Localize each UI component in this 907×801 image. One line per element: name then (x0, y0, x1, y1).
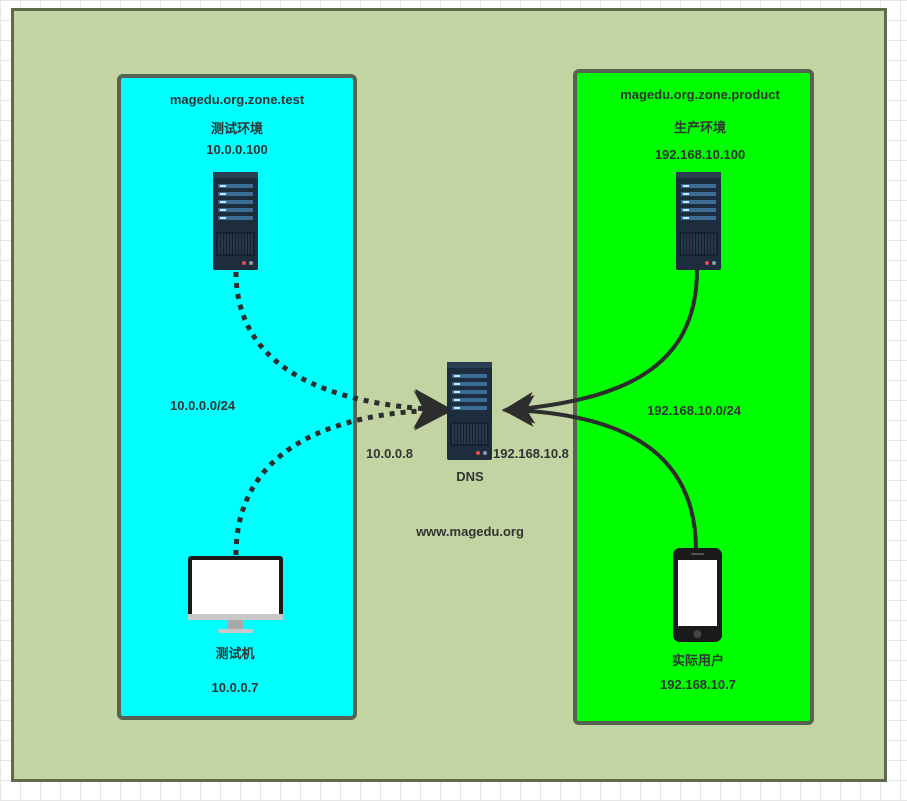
link-product-server-to-dns (502, 269, 699, 424)
product-client-smartphone-icon (673, 548, 722, 642)
test-client-monitor-icon (188, 556, 283, 633)
product-client-ip: 192.168.10.7 (660, 677, 736, 692)
test-client-name: 测试机 (215, 646, 255, 661)
dns-ip-product: 192.168.10.8 (493, 446, 569, 461)
test-network: 10.0.0.0/24 (170, 398, 236, 413)
test-server-ip: 10.0.0.100 (206, 142, 268, 157)
test-client-ip: 10.0.0.7 (211, 680, 259, 695)
product-server-icon (676, 172, 721, 270)
link-test-client-to-dns (233, 390, 454, 556)
test-zone-domain: magedu.org.zone.test (169, 92, 305, 107)
dns-name: DNS (456, 469, 484, 484)
product-zone-domain: magedu.org.zone.product (620, 87, 780, 102)
link-test-server-to-dns (233, 271, 454, 429)
product-env-name: 生产环境 (673, 120, 726, 135)
test-env-name: 测试环境 (210, 121, 263, 136)
dns-ip-test: 10.0.0.8 (366, 446, 413, 461)
link-product-client-to-dns (502, 394, 698, 551)
product-network: 192.168.10.0/24 (647, 403, 741, 418)
product-server-ip: 192.168.10.100 (654, 147, 746, 162)
product-client-name: 实际用户 (671, 653, 724, 668)
dns-server-icon (447, 362, 492, 460)
query-domain: www.magedu.org (416, 524, 524, 539)
test-server-icon (213, 172, 258, 270)
